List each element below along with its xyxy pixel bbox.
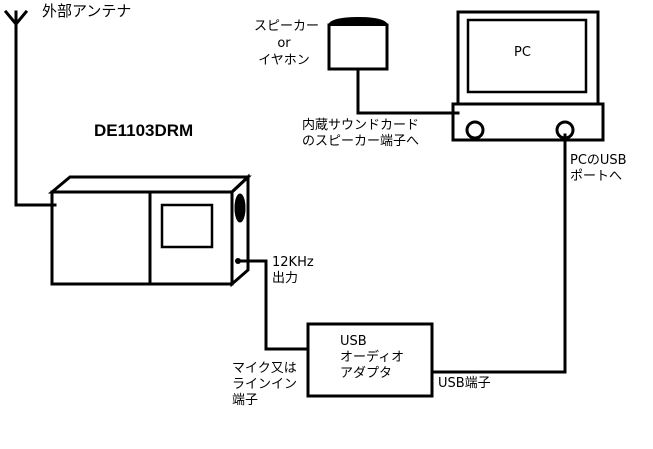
usb-terminal-label: USB端子 xyxy=(438,376,491,391)
usb-cable xyxy=(430,133,567,374)
receiver-label: DE1103DRM xyxy=(94,121,194,140)
mic-label-line1: マイク又は xyxy=(232,361,297,376)
soundcard-label-line1: 内蔵サウンドカード xyxy=(302,118,420,133)
speaker-icon xyxy=(327,16,389,71)
output-label-line1: 12KHz xyxy=(272,255,314,270)
adapter-label-line1: USB xyxy=(340,334,367,349)
pc-usb-port-icon xyxy=(555,120,575,140)
output-label-line2: 出力 xyxy=(272,271,299,286)
adapter-label-line3: アダプタ xyxy=(340,366,393,381)
pc-usb-label-line1: PCのUSB xyxy=(570,153,627,168)
speaker-label-line2: or xyxy=(277,36,291,51)
antenna-symbol xyxy=(3,9,29,207)
output-cable xyxy=(238,259,310,351)
mic-label-line2: ラインイン xyxy=(232,377,298,392)
speaker-label-line3: イヤホン xyxy=(258,53,310,68)
adapter-label-line2: オーディオ xyxy=(340,350,405,365)
pc-label: PC xyxy=(514,45,531,60)
speaker-cable xyxy=(356,67,460,115)
mic-label-line3: 端子 xyxy=(232,393,259,408)
soundcard-label-line2: のスピーカー端子へ xyxy=(302,134,420,149)
speaker-label-line1: スピーカー xyxy=(254,19,320,34)
pc-usb-label-line2: ポートへ xyxy=(570,169,623,184)
pc-base xyxy=(451,102,605,142)
antenna-label: 外部アンテナ xyxy=(42,2,132,20)
speaker-grille-icon xyxy=(234,193,246,223)
receiver-device xyxy=(47,173,252,288)
pc-audio-jack-icon xyxy=(465,120,485,140)
usb-audio-adapter-box xyxy=(306,322,434,398)
